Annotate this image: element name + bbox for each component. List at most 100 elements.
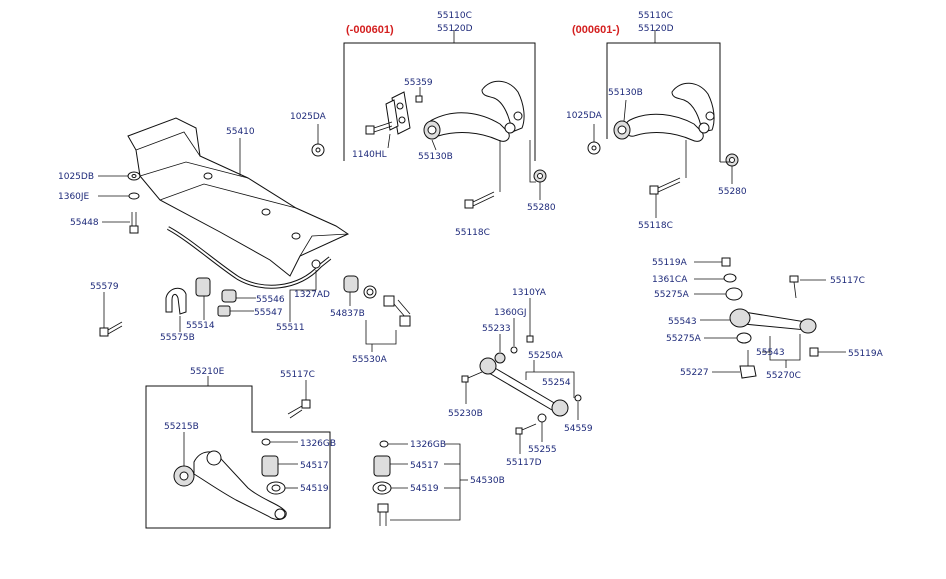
washer-55275A-a[interactable] — [725, 287, 743, 301]
crossmember-55410[interactable] — [127, 117, 350, 277]
label-55280-late[interactable]: 55280 — [718, 187, 747, 197]
washer-1360JE[interactable] — [128, 192, 140, 200]
label-55575B[interactable]: 55575B — [160, 333, 195, 343]
label-54519-left[interactable]: 54519 — [300, 484, 329, 494]
label-55359[interactable]: 55359 — [404, 78, 433, 88]
bolt-55448[interactable] — [129, 212, 139, 234]
label-55280-early[interactable]: 55280 — [527, 203, 556, 213]
bracket-55359[interactable] — [385, 91, 411, 135]
label-55130B-late[interactable]: 55130B — [608, 88, 643, 98]
label-1360GJ[interactable]: 1360GJ — [494, 308, 527, 318]
bushing-55514[interactable] — [195, 277, 211, 297]
label-1310YA[interactable]: 1310YA — [512, 288, 547, 298]
label-55410[interactable]: 55410 — [226, 127, 255, 137]
washer-54519-a[interactable] — [266, 481, 286, 495]
nut-1326GB-b[interactable] — [379, 440, 389, 448]
label-1361CA[interactable]: 1361CA — [652, 275, 688, 285]
stabilizer-link[interactable] — [383, 295, 411, 327]
label-55530A[interactable]: 55530A — [352, 355, 388, 365]
bolt-1310YA[interactable] — [526, 335, 534, 343]
bolt-1327AD[interactable] — [311, 259, 321, 269]
label-1327AD[interactable]: 1327AD — [294, 290, 330, 300]
label-55119A-lower[interactable]: 55119A — [848, 349, 884, 359]
label-54517-left[interactable]: 54517 — [300, 461, 329, 471]
label-55270C[interactable]: 55270C — [766, 371, 801, 381]
label-54837B[interactable]: 54837B — [330, 309, 365, 319]
bushing-55233[interactable] — [494, 352, 506, 364]
bolt-54530B[interactable] — [377, 503, 389, 526]
label-55117D[interactable]: 55117D — [506, 458, 542, 468]
label-55250A[interactable]: 55250A — [528, 351, 564, 361]
lower-arm-55210E[interactable] — [193, 450, 287, 520]
label-54530B[interactable]: 54530B — [470, 476, 505, 486]
label-1326GB-right[interactable]: 1326GB — [410, 440, 446, 450]
bolt-55117C-right[interactable] — [789, 275, 799, 299]
nut-54559[interactable] — [574, 394, 582, 402]
bushing-55546[interactable] — [221, 289, 237, 303]
label-55118C-early[interactable]: 55118C — [455, 228, 490, 238]
bushing-54517-a[interactable] — [261, 455, 279, 477]
bushing-55215B[interactable] — [173, 465, 195, 487]
bushing-54837B[interactable] — [343, 275, 359, 293]
nut-1360GJ[interactable] — [510, 346, 518, 354]
nut-55280-early[interactable] — [533, 169, 547, 183]
label-1025DB[interactable]: 1025DB — [58, 172, 94, 182]
label-55254[interactable]: 55254 — [542, 378, 571, 388]
label-55230B[interactable]: 55230B — [448, 409, 483, 419]
washer-1025DA-early[interactable] — [311, 143, 325, 157]
lateral-link-55250A[interactable] — [479, 357, 569, 417]
bolt-55117D[interactable] — [515, 423, 537, 435]
bushing-54517-b[interactable] — [373, 455, 391, 477]
nut-55359[interactable] — [415, 95, 423, 103]
label-55130B-early[interactable]: 55130B — [418, 152, 453, 162]
clamp-55575B[interactable] — [165, 287, 187, 315]
bushing-55227[interactable] — [739, 350, 757, 379]
label-55119A-upper[interactable]: 55119A — [652, 258, 688, 268]
washer-1025DA-late[interactable] — [587, 141, 601, 155]
label-55546[interactable]: 55546 — [256, 295, 285, 305]
bolt-55230B[interactable] — [461, 371, 483, 383]
nut-55280-late[interactable] — [725, 153, 739, 167]
label-55110C-late[interactable]: 55110C — [638, 11, 673, 21]
label-55579[interactable]: 55579 — [90, 282, 119, 292]
label-55233[interactable]: 55233 — [482, 324, 511, 334]
label-55227[interactable]: 55227 — [680, 368, 709, 378]
washer-55255[interactable] — [537, 413, 547, 423]
label-1360JE[interactable]: 1360JE — [58, 192, 90, 202]
upper-arm-early[interactable] — [427, 80, 525, 142]
label-55215B[interactable]: 55215B — [164, 422, 199, 432]
washer-55275A-b[interactable] — [736, 332, 752, 344]
label-55511[interactable]: 55511 — [276, 323, 305, 333]
upper-arm-late[interactable] — [624, 82, 715, 142]
label-54559[interactable]: 54559 — [564, 424, 593, 434]
nut-55119A-a[interactable] — [721, 257, 731, 267]
bushing-55130B-late[interactable] — [613, 120, 631, 140]
control-link-55270C[interactable] — [729, 308, 817, 334]
bolt-55118C-late[interactable] — [649, 177, 681, 195]
washer-54519-b[interactable] — [372, 481, 392, 495]
label-55543-left[interactable]: 55543 — [668, 317, 697, 327]
label-55110C-early[interactable]: 55110C — [437, 11, 472, 21]
label-1140HL[interactable]: 1140HL — [352, 150, 387, 160]
label-55547[interactable]: 55547 — [254, 308, 283, 318]
label-55543-right[interactable]: 55543 — [756, 348, 785, 358]
nut-1326GB-a[interactable] — [261, 438, 271, 446]
label-54517-right[interactable]: 54517 — [410, 461, 439, 471]
washer-54837B[interactable] — [363, 285, 377, 299]
label-55514[interactable]: 55514 — [186, 321, 215, 331]
label-55120D-late[interactable]: 55120D — [638, 24, 674, 34]
nut-55119A-b[interactable] — [809, 347, 819, 357]
label-1025DA-early[interactable]: 1025DA — [290, 112, 327, 122]
bolt-55118C-early[interactable] — [464, 191, 495, 209]
label-55210E[interactable]: 55210E — [190, 367, 225, 377]
label-55255[interactable]: 55255 — [528, 445, 557, 455]
label-55448[interactable]: 55448 — [70, 218, 99, 228]
washer-1025DB[interactable] — [127, 171, 141, 181]
label-1326GB-left[interactable]: 1326GB — [300, 439, 336, 449]
label-55117C-right[interactable]: 55117C — [830, 276, 865, 286]
label-54519-right[interactable]: 54519 — [410, 484, 439, 494]
stabilizer-bar-55511[interactable] — [167, 226, 332, 289]
bracket-55547[interactable] — [217, 305, 231, 317]
label-55275A-lower[interactable]: 55275A — [666, 334, 702, 344]
washer-1361CA[interactable] — [723, 273, 737, 283]
